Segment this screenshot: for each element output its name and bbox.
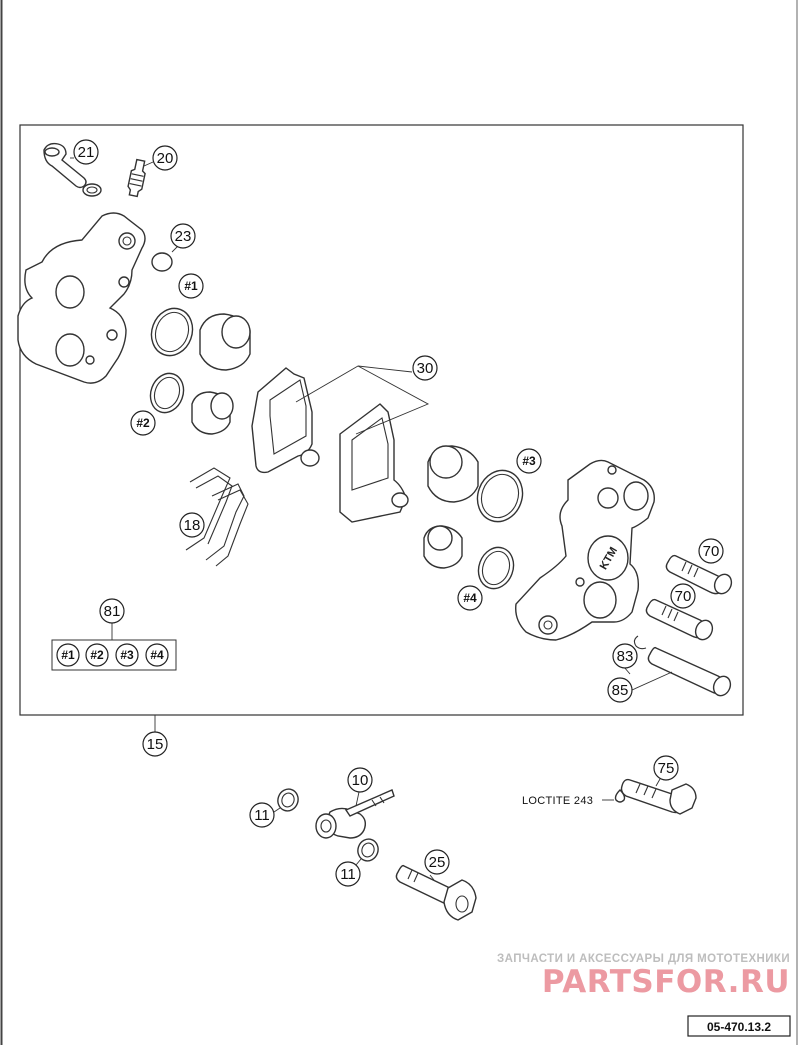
kit-81-item-3: #3	[115, 643, 139, 667]
part-75-screw	[620, 778, 697, 815]
svg-text:70: 70	[675, 588, 692, 605]
callout-23: 23	[170, 223, 196, 249]
callout-seal-4: #4	[457, 585, 483, 611]
part-20-bleeder-screw	[127, 158, 146, 198]
part-23-seal-ring	[151, 252, 173, 272]
callout-15: 15	[142, 731, 168, 757]
svg-text:#3: #3	[522, 454, 536, 468]
part-11-washer-lower	[357, 838, 379, 862]
callout-11-upper: 11	[249, 802, 275, 828]
callout-30: 30	[412, 355, 438, 381]
seal-ring-3	[476, 469, 524, 523]
svg-text:70: 70	[703, 543, 720, 560]
caliper-half-right: KTM	[515, 459, 655, 641]
callout-21: 21	[73, 139, 99, 165]
callout-83: 83	[612, 643, 638, 669]
piston-large-left	[199, 313, 251, 371]
part-11-washer-upper	[277, 788, 299, 812]
svg-text:75: 75	[658, 760, 675, 777]
part-25-banjo-bolt	[395, 864, 477, 921]
loctite-drop-icon	[614, 789, 626, 803]
callout-25: 25	[424, 849, 450, 875]
svg-text:20: 20	[157, 150, 174, 167]
seal-ring-4	[477, 546, 515, 590]
svg-text:#4: #4	[150, 648, 164, 662]
callout-70-upper: 70	[698, 538, 724, 564]
drawing-code-box	[687, 1015, 791, 1037]
callout-11-lower: 11	[335, 861, 361, 887]
svg-text:11: 11	[254, 807, 270, 824]
svg-text:25: 25	[429, 854, 446, 871]
svg-text:30: 30	[417, 360, 434, 377]
callout-seal-2: #2	[130, 410, 156, 436]
part-70-bolt-lower	[645, 598, 714, 641]
svg-text:11: 11	[340, 866, 356, 883]
callout-seal-1: #1	[178, 273, 204, 299]
kit-81-item-4: #4	[145, 643, 169, 667]
callout-81: 81	[99, 598, 125, 624]
svg-text:10: 10	[352, 772, 369, 789]
brake-pad-right	[339, 403, 409, 523]
callout-18: 18	[179, 512, 205, 538]
drawing-code: 05-470.13.2	[707, 1020, 771, 1034]
loctite-label: LOCTITE 243	[522, 795, 593, 807]
svg-text:#1: #1	[61, 648, 75, 662]
part-70-bolt-upper	[665, 554, 733, 595]
svg-text:#1: #1	[184, 279, 198, 293]
svg-text:83: 83	[617, 648, 634, 665]
kit-81-item-1: #1	[56, 643, 80, 667]
callout-10: 10	[347, 767, 373, 793]
callout-75: 75	[653, 755, 679, 781]
part-85-bolt-long	[647, 646, 732, 697]
caliper-half-left	[17, 212, 146, 384]
svg-text:21: 21	[78, 144, 95, 161]
svg-text:18: 18	[184, 517, 201, 534]
part-18-pad-spring	[185, 467, 249, 567]
seal-ring-2	[149, 372, 185, 414]
brake-pad-left	[251, 367, 320, 474]
callout-20: 20	[152, 145, 178, 171]
svg-text:#2: #2	[90, 648, 104, 662]
svg-text:15: 15	[147, 736, 164, 753]
svg-text:23: 23	[175, 228, 192, 245]
piston-small-left	[191, 391, 234, 435]
svg-text:#2: #2	[136, 416, 150, 430]
watermark-tagline: ЗАПЧАСТИ И АКСЕССУАРЫ ДЛЯ МОТОТЕХНИКИ	[497, 953, 790, 965]
svg-text:85: 85	[612, 682, 629, 699]
svg-text:#3: #3	[120, 648, 134, 662]
part-21-bleeder-cap	[43, 142, 102, 197]
part-10-brake-line	[315, 789, 395, 839]
svg-text:81: 81	[104, 603, 121, 620]
svg-text:#4: #4	[463, 591, 477, 605]
kit-81-item-2: #2	[85, 643, 109, 667]
seal-ring-1	[150, 307, 194, 357]
piston-small-right	[423, 525, 463, 569]
callout-70-lower: 70	[670, 583, 696, 609]
callout-seal-3: #3	[516, 448, 542, 474]
part-83-clip	[633, 635, 647, 650]
callout-85: 85	[607, 677, 633, 703]
piston-large-right	[427, 445, 479, 503]
caliper-assembly-frame	[19, 124, 744, 716]
watermark-logo: PARTSFOR.RU	[542, 964, 790, 1000]
